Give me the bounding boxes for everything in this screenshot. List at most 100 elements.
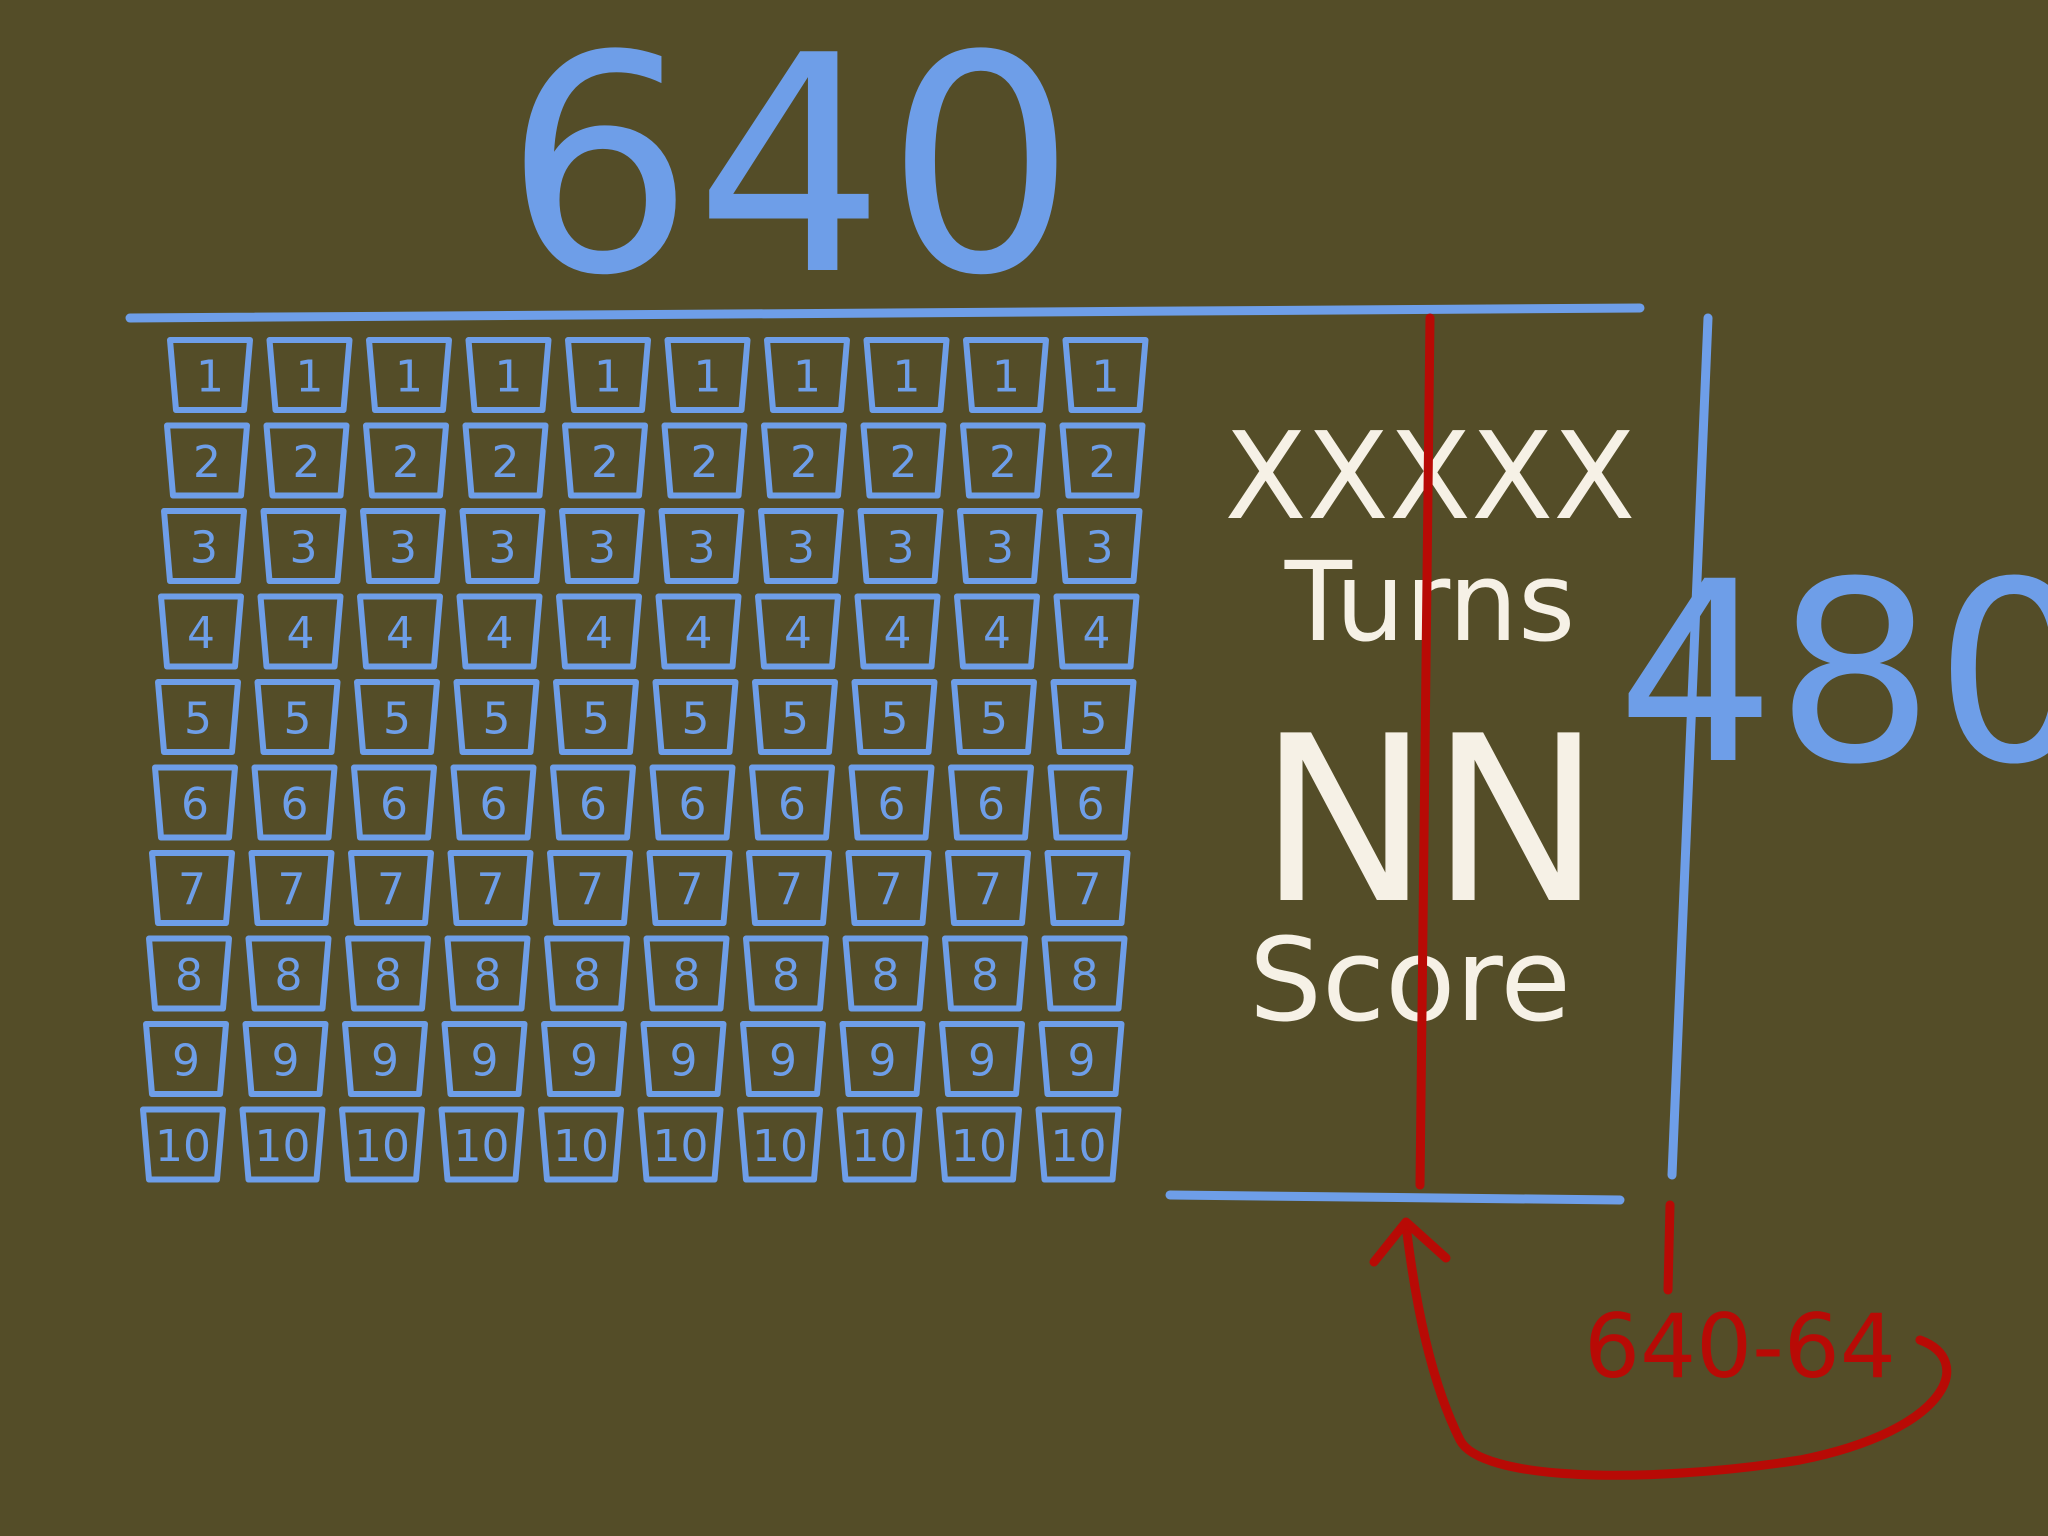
grid-cell-box (752, 679, 838, 755)
grid-cell-number: 6 (878, 779, 906, 830)
grid-cell-box (453, 679, 540, 755)
grid-cell-box (541, 1021, 627, 1097)
grid-cell-number: 4 (386, 608, 414, 659)
grid-cell-box (556, 593, 642, 670)
grid-cell-box (251, 764, 338, 841)
grid-cell-box (161, 508, 247, 584)
grid-cell-box (447, 850, 534, 926)
grid-cell-number: 5 (184, 694, 212, 745)
grid-cell-number: 8 (275, 950, 303, 1001)
grid-cell-number: 10 (155, 1121, 211, 1172)
grid-cell-number: 4 (585, 608, 613, 659)
red-tick-mark (1663, 1200, 1675, 1295)
bottom-boundary-line (1165, 1190, 1625, 1205)
grid-cell-box (857, 508, 944, 584)
grid-cell-number: 3 (588, 523, 616, 574)
grid-cell-number: 8 (673, 950, 701, 1001)
grid-cell-number: 1 (992, 352, 1020, 403)
grid-cell-number: 1 (893, 352, 921, 403)
grid-cell-number: 7 (278, 865, 306, 916)
grid-cell-number: 9 (172, 1036, 200, 1087)
grid-cell-number: 2 (790, 437, 818, 488)
grid-cell-number: 2 (1089, 437, 1117, 488)
grid-cell-number: 4 (784, 608, 812, 659)
grid-cell-box (266, 337, 353, 413)
grid-cell-box (363, 422, 449, 499)
grid-cell-number: 2 (989, 437, 1017, 488)
grid-cell-number: 1 (694, 352, 722, 403)
offset-arrow-curve (1401, 1220, 1952, 1480)
grid-cell-box (743, 935, 829, 1012)
grid-cell-number: 1 (1092, 352, 1120, 403)
score-value: NN (1258, 688, 1602, 955)
grid-cell-number: 8 (1071, 950, 1099, 1001)
grid-cell-box (239, 1106, 326, 1183)
grid-cell-number: 9 (371, 1036, 399, 1087)
grid-cell-number: 6 (1077, 779, 1105, 830)
grid-cell-box (851, 679, 938, 755)
grid-cell-box (155, 679, 241, 755)
grid-cell-box (164, 422, 250, 499)
grid-cell-number: 8 (872, 950, 900, 1001)
grid-cell-box (1059, 422, 1146, 499)
grid-cell-box (366, 337, 452, 413)
grid-cell-box (954, 593, 1040, 670)
grid-cell-number: 9 (570, 1036, 598, 1087)
grid-cell-box (740, 1021, 826, 1097)
grid-cell-box (459, 508, 546, 584)
grid-cell-box (848, 764, 935, 841)
offset-arrow-head (1369, 1217, 1451, 1267)
grid-cell-number: 7 (676, 865, 704, 916)
grid-cell-number: 7 (875, 865, 903, 916)
grid-cell-box (345, 935, 431, 1012)
grid-cell-box (942, 935, 1028, 1012)
grid-cell-number: 4 (983, 608, 1011, 659)
grid-cell-number: 1 (196, 352, 224, 403)
grid-cell-box (348, 850, 434, 926)
red-divider-line (1415, 313, 1435, 1190)
grid-cell-box (248, 850, 335, 926)
grid-cell-box (1050, 679, 1137, 755)
grid-cell-number: 2 (392, 437, 420, 488)
grid-cell-box (544, 935, 630, 1012)
grid-cell-box (354, 679, 440, 755)
grid-cell-number: 10 (255, 1121, 311, 1172)
grid-cell-box (1035, 1106, 1122, 1183)
grid-cell-number: 3 (986, 523, 1014, 574)
grid-cell-box (661, 422, 748, 499)
grid-cell-box (342, 1021, 428, 1097)
grid-cell-box (263, 422, 350, 499)
grid-cell-box (351, 764, 437, 841)
grid-cell-number: 5 (980, 694, 1008, 745)
grid-cell-box (836, 1106, 923, 1183)
grid-cell-box (465, 337, 552, 413)
grid-cell-box (640, 1021, 727, 1097)
grid-cell-box (242, 1021, 329, 1097)
grid-cell-box (146, 935, 232, 1012)
grid-cell-number: 6 (579, 779, 607, 830)
grid-cell-number: 6 (281, 779, 309, 830)
grid-cell-number: 9 (471, 1036, 499, 1087)
grid-cell-number: 9 (769, 1036, 797, 1087)
grid-cell-number: 5 (284, 694, 312, 745)
grid-cell-number: 2 (591, 437, 619, 488)
grid-cell-box (652, 679, 739, 755)
grid-cell-box (936, 1106, 1022, 1183)
grid-cell-box (462, 422, 549, 499)
grid-cell-box (260, 508, 347, 584)
grid-cell-number: 5 (682, 694, 710, 745)
grid-cell-box (960, 422, 1046, 499)
grid-cell-number: 8 (374, 950, 402, 1001)
grid-cell-box (257, 593, 344, 670)
grid-cell-box (438, 1106, 525, 1183)
grid-cell-number: 9 (272, 1036, 300, 1087)
grid-cell-number: 6 (380, 779, 408, 830)
grid-cell-number: 5 (582, 694, 610, 745)
grid-cell-number: 7 (775, 865, 803, 916)
grid-cell-number: 2 (492, 437, 520, 488)
grid-cell-box (655, 593, 742, 670)
grid-cell-box (245, 935, 332, 1012)
grid-cell-box (158, 593, 244, 670)
